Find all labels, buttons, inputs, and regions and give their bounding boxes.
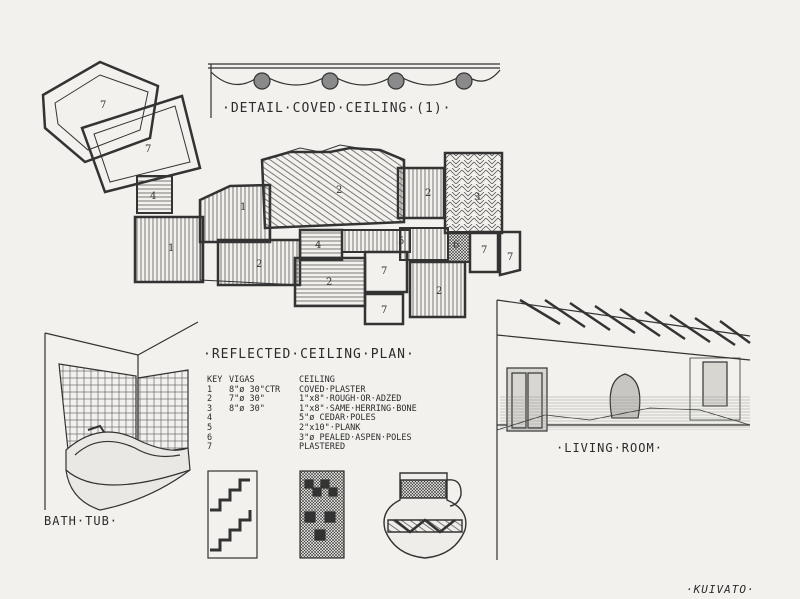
key-vigas — [229, 424, 299, 434]
room-number: 7 — [145, 144, 151, 155]
key-ceiling: PLASTERED — [299, 442, 346, 453]
key-number: 7 — [207, 442, 213, 453]
key-vigas: 8"ø 30" — [229, 403, 265, 414]
room-number: 6 — [453, 240, 459, 251]
vigas-header: VIGAS — [229, 375, 255, 385]
key-vigas — [229, 434, 299, 444]
key-number: 3 — [207, 403, 213, 414]
key-row: 3 8"ø 30" 1"x8"·SAME·HERRING·BONE — [207, 403, 459, 415]
key-number: 4 — [207, 413, 213, 424]
key-row: 6 3"ø PEALED·ASPEN·POLES — [207, 432, 459, 444]
ceiling-header: CEILING — [299, 375, 335, 385]
room-number: 7 — [481, 245, 487, 256]
room-number: 2 — [336, 185, 342, 196]
key-row: 7 PLASTERED — [207, 443, 459, 453]
artist-signature: ·KUIVATO· — [686, 583, 755, 596]
room-number: 7 — [100, 100, 106, 111]
living-room-sketch — [496, 298, 751, 560]
key-ceiling: COVED·PLASTER — [299, 384, 366, 395]
room-number: 1 — [168, 243, 174, 254]
key-row: 4 5"ø CEDAR·POLES — [207, 414, 459, 424]
key-vigas — [229, 443, 299, 453]
key-ceiling: 1"x8"·SAME·HERRING·BONE — [299, 403, 417, 414]
living-room-title: ·LIVING·ROOM· — [556, 441, 663, 455]
key-vigas — [229, 414, 299, 424]
reflected-ceiling-plan-title: ·REFLECTED·CEILING·PLAN· — [203, 347, 415, 362]
room-numbers: 7 7 4 1 1 2 2 3 2 4 5 6 7 7 2 7 7 2 — [100, 100, 513, 316]
key-header-row: KEY VIGAS CEILING — [207, 375, 459, 386]
bath-tub-title: BATH·TUB· — [44, 514, 119, 528]
room-number: 7 — [507, 252, 513, 263]
room-number: 4 — [315, 240, 321, 251]
detail-coved-ceiling-title: ·DETAIL·COVED·CEILING·(1)· — [222, 101, 452, 116]
room-number: 1 — [240, 202, 246, 213]
ceiling-key-table: KEY VIGAS CEILING 1 8"ø 30"CTR COVED·PLAST… — [207, 375, 459, 453]
key-ceiling: 5"ø CEDAR·POLES — [299, 413, 376, 424]
key-number: 5 — [207, 422, 213, 433]
bath-tub-sketch — [44, 321, 199, 511]
key-row: 2 7"ø 30" 1"x8"·ROUGH·OR·ADZED — [207, 395, 459, 405]
key-row: 1 8"ø 30"CTR COVED·PLASTER — [207, 384, 459, 396]
room-number: 2 — [256, 259, 262, 270]
key-header: KEY — [207, 375, 223, 385]
reflected-ceiling-plan — [41, 60, 522, 326]
pottery-jar — [383, 472, 467, 559]
key-ceiling: 1"x8"·ROUGH·OR·ADZED — [299, 394, 402, 405]
room-number: 4 — [150, 191, 156, 202]
key-ceiling: 3"ø PEALED·ASPEN·POLES — [299, 432, 412, 443]
key-number: 2 — [207, 394, 213, 405]
room-number: 5 — [398, 236, 404, 247]
room-number: 2 — [425, 188, 431, 199]
coved-ceiling-detail — [208, 63, 501, 118]
room-number: 7 — [381, 305, 387, 316]
room-number: 2 — [436, 286, 442, 297]
room-number: 3 — [474, 192, 480, 203]
key-ceiling: 2"x10"·PLANK — [299, 422, 361, 433]
room-number: 2 — [326, 277, 332, 288]
room-number: 7 — [381, 266, 387, 277]
key-number: 6 — [207, 432, 213, 443]
key-vigas: 7"ø 30" — [229, 394, 265, 405]
decorative-patterns — [207, 470, 345, 559]
key-row: 5 2"x10"·PLANK — [207, 422, 459, 434]
key-number: 1 — [207, 384, 213, 395]
key-vigas: 8"ø 30"CTR — [229, 384, 281, 395]
